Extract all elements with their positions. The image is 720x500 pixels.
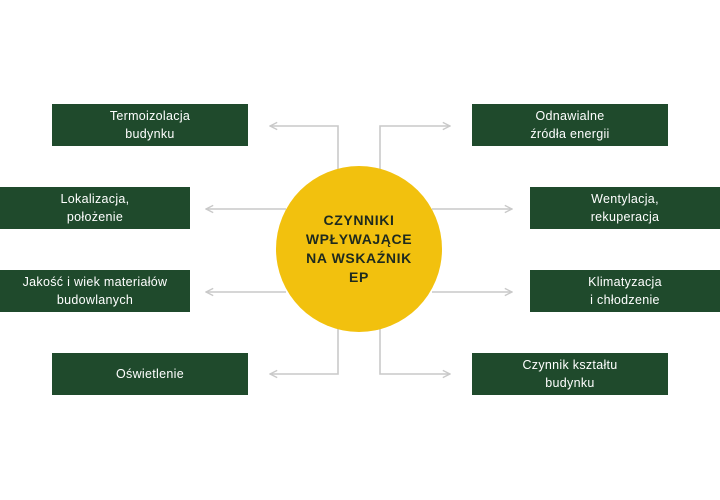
- factor-box-czynnik-ksztaltu: Czynnik kształtu budynku: [472, 353, 668, 395]
- factor-box-termoizolacja: Termoizolacja budynku: [52, 104, 248, 146]
- factor-label: Wentylacja, rekuperacja: [590, 192, 660, 224]
- connector-termoizolacja: [270, 126, 339, 170]
- factor-label: Czynnik kształtu budynku: [522, 358, 618, 390]
- factor-label: Klimatyzacja i chłodzenie: [588, 275, 662, 307]
- factor-label: Oświetlenie: [116, 367, 184, 381]
- factor-box-jakosc-materialow: Jakość i wiek materiałów budowlanych: [0, 270, 190, 312]
- connector-odnawialne: [379, 126, 450, 170]
- factor-label: Jakość i wiek materiałów budowlanych: [22, 275, 168, 307]
- center-circle: CZYNNIKI WPŁYWAJĄCE NA WSKAŹNIK EP: [276, 166, 442, 332]
- factor-label: Termoizolacja budynku: [109, 109, 191, 141]
- factor-label: Lokalizacja, położenie: [60, 192, 130, 224]
- factor-box-wentylacja: Wentylacja, rekuperacja: [530, 187, 720, 229]
- center-title: CZYNNIKI WPŁYWAJĄCE NA WSKAŹNIK EP: [305, 212, 413, 285]
- connector-oswietlenie: [270, 328, 339, 374]
- factor-label: Odnawialne źródła energii: [530, 109, 610, 141]
- factor-box-odnawialne-zrodla: Odnawialne źródła energii: [472, 104, 668, 146]
- factor-box-lokalizacja: Lokalizacja, położenie: [0, 187, 190, 229]
- factor-box-klimatyzacja: Klimatyzacja i chłodzenie: [530, 270, 720, 312]
- factor-box-oswietlenie: Oświetlenie: [52, 353, 248, 395]
- connector-czynnik-ksztaltu: [379, 328, 450, 374]
